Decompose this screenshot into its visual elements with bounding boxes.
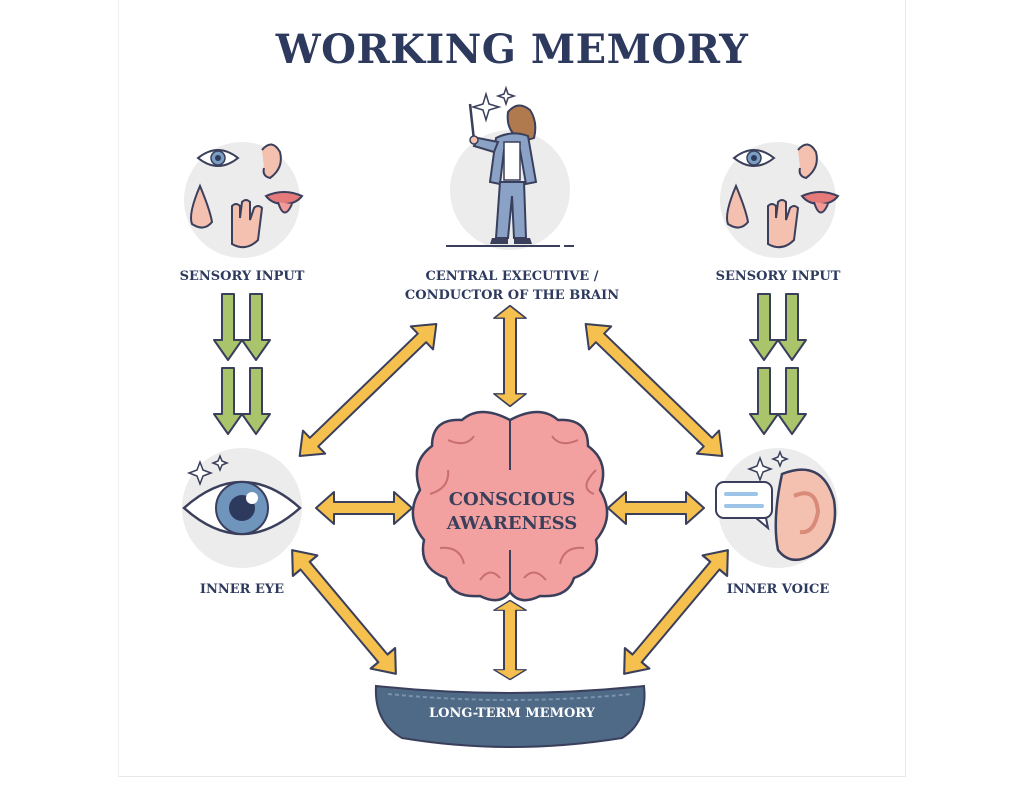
inner-eye-label: INNER EYE — [199, 582, 285, 597]
eye-icon — [732, 149, 776, 167]
central-executive-line2: CONDUCTOR OF THE BRAIN — [404, 288, 620, 303]
tongue-icon — [264, 191, 304, 214]
arrow-central-to-voice — [573, 311, 735, 469]
sensory-input-right-icon — [720, 142, 840, 258]
inner-voice-label: INNER VOICE — [726, 582, 830, 597]
arrow-voice-to-awareness — [607, 491, 705, 525]
hand-icon — [767, 199, 800, 249]
arrow-eye-to-memory — [278, 538, 410, 686]
inner-eye-icon — [182, 448, 302, 568]
diagram-title: WORKING MEMORY — [275, 26, 749, 73]
central-executive-label: CENTRAL EXECUTIVE / CONDUCTOR OF THE BRA… — [382, 267, 642, 305]
inner-voice-icon — [715, 448, 838, 568]
arrow-voice-to-memory — [610, 538, 742, 686]
conscious-awareness-line2: AWARENESS — [446, 513, 578, 534]
central-executive-line1: CENTRAL EXECUTIVE / — [425, 269, 599, 284]
sensory-input-right-label: SENSORY INPUT — [715, 269, 841, 284]
speech-bubble-icon — [715, 481, 773, 531]
sensory-left-arrows — [213, 293, 271, 435]
hand-icon — [231, 199, 264, 249]
brain-icon — [411, 410, 609, 602]
nose-icon — [726, 183, 750, 229]
long-term-memory-shape — [374, 684, 646, 748]
arrow-awareness-to-memory — [493, 599, 527, 681]
nose-icon — [190, 183, 214, 229]
arrow-central-to-eye — [287, 311, 449, 469]
conscious-awareness-label: CONSCIOUS AWARENESS — [412, 488, 612, 536]
long-term-memory-label: LONG-TERM MEMORY — [429, 706, 595, 721]
ear-icon — [797, 143, 818, 180]
arrow-eye-to-awareness — [315, 491, 413, 525]
sensory-right-arrows — [749, 293, 807, 435]
sensory-input-left-label: SENSORY INPUT — [179, 269, 305, 284]
eye-icon — [196, 149, 240, 167]
conscious-awareness-line1: CONSCIOUS — [448, 489, 576, 510]
ear-icon — [261, 143, 282, 180]
tongue-icon — [800, 191, 840, 214]
arrow-central-to-awareness — [493, 304, 527, 408]
conductor-icon — [446, 85, 574, 250]
sensory-input-left-icon — [184, 142, 304, 258]
